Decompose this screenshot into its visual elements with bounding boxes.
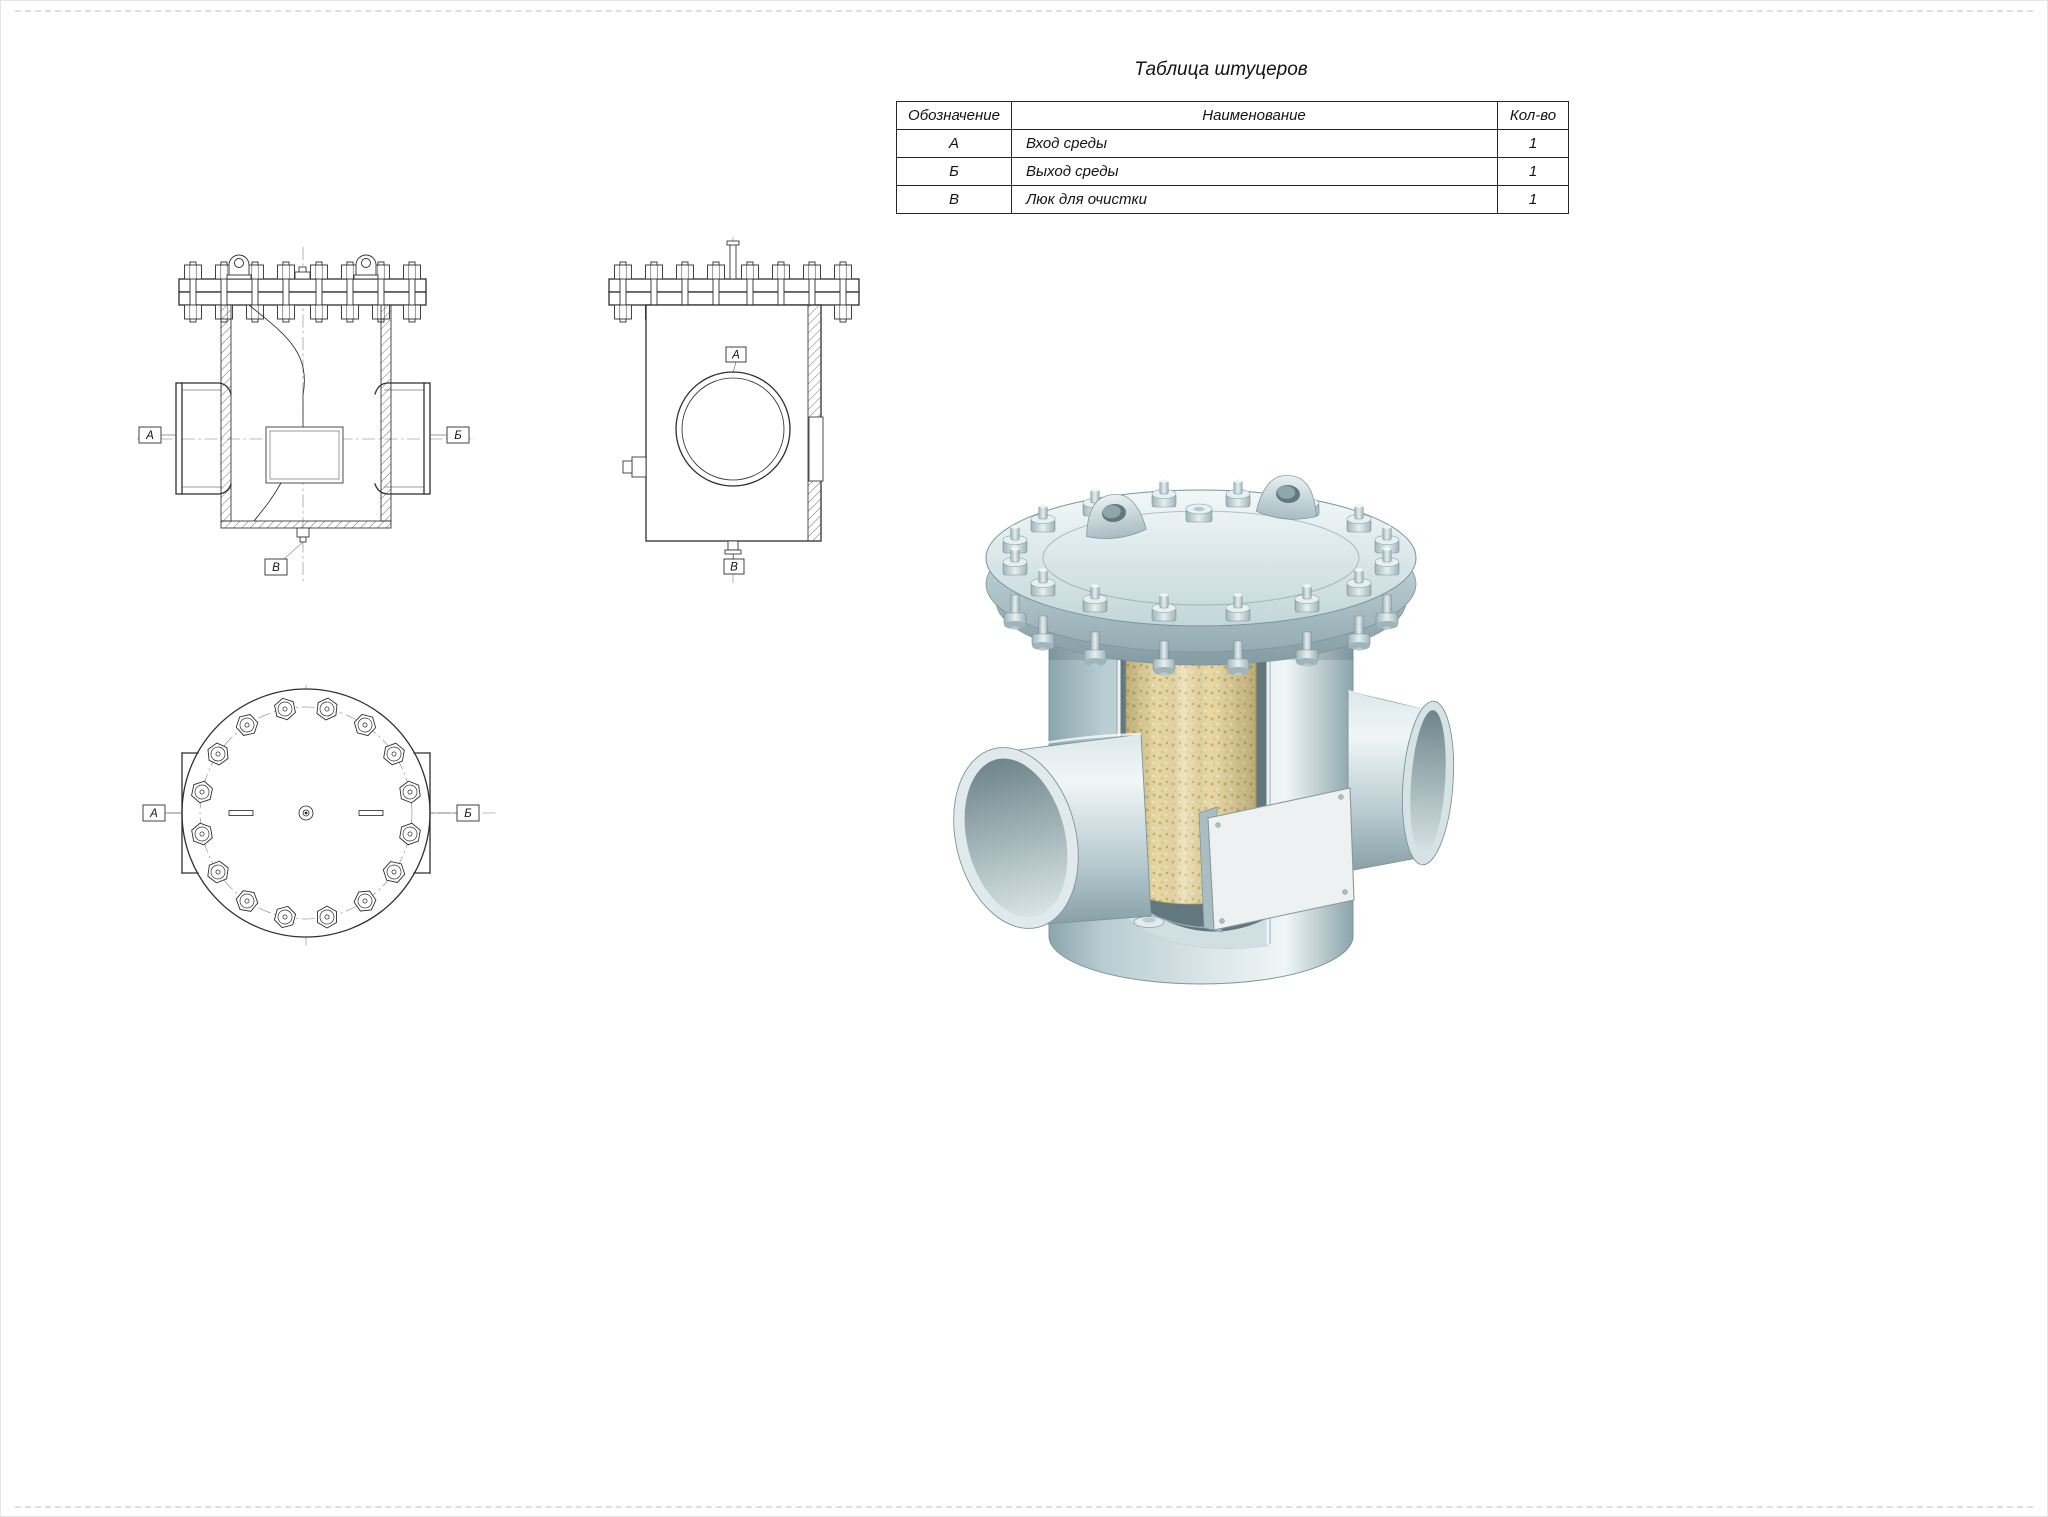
iso-view xyxy=(953,472,1455,985)
callout-label: В xyxy=(730,562,738,574)
vessel-body xyxy=(645,304,822,542)
column-qty: Кол-во xyxy=(1497,101,1569,130)
cover-slots xyxy=(228,810,384,816)
drain-stub xyxy=(724,540,742,555)
callout-hatch: В xyxy=(264,541,304,576)
top-view: А Б xyxy=(142,685,497,947)
side-view: А В xyxy=(608,237,860,583)
callout-outlet: Б xyxy=(430,804,480,822)
nozzle-inlet-3d xyxy=(953,732,1152,929)
page-edge-artifact-bottom xyxy=(15,1506,2033,1508)
side-fitting xyxy=(622,456,647,478)
vessel-shell-section xyxy=(220,304,392,529)
lifting-lug xyxy=(226,254,252,280)
nozzle-face-circle xyxy=(675,371,791,487)
cell-name: Вход среды xyxy=(1011,129,1498,158)
table-header-row: Обозначение Наименование Кол-во xyxy=(896,101,1569,130)
callout-label: А xyxy=(149,808,158,820)
callout-label: Б xyxy=(464,808,472,820)
flange-assembly xyxy=(608,240,860,323)
callout-inlet: А xyxy=(725,346,747,374)
drain-stub xyxy=(296,527,310,543)
cell-qty: 1 xyxy=(1497,129,1569,158)
lifting-lug xyxy=(353,254,379,280)
cell-name: Люк для очистки xyxy=(1011,185,1498,214)
center-boss xyxy=(298,805,314,821)
column-name: Наименование xyxy=(1011,101,1498,130)
cell-qty: 1 xyxy=(1497,185,1569,214)
callout-label: Б xyxy=(454,430,462,442)
front-view: А Б В xyxy=(137,247,475,581)
nozzle-table-title: Таблица штуцеров xyxy=(1134,59,1308,80)
nameplate-3d xyxy=(1198,787,1355,933)
nameplate-edge xyxy=(808,416,824,482)
flange-assembly xyxy=(178,254,427,323)
nozzle-table: Обозначение Наименование Кол-во А Вход с… xyxy=(896,101,1569,214)
callout-hatch: В xyxy=(723,553,745,575)
nozzle-outlet xyxy=(374,382,431,495)
vent-plug xyxy=(294,266,311,280)
callout-inlet: А xyxy=(142,804,182,822)
nozzle-inlet xyxy=(175,382,232,495)
table-row: Б Выход среды 1 xyxy=(896,157,1569,186)
center-plug-3d xyxy=(1185,503,1213,523)
cell-qty: 1 xyxy=(1497,157,1569,186)
cell-designation: А xyxy=(896,129,1012,158)
column-designation: Обозначение xyxy=(896,101,1012,130)
lifting-lug-right-3d xyxy=(1255,472,1320,523)
cell-designation: В xyxy=(896,185,1012,214)
table-row: В Люк для очистки 1 xyxy=(896,185,1569,214)
cell-name: Выход среды xyxy=(1011,157,1498,186)
page-edge-artifact-top xyxy=(15,10,2033,12)
table-row: А Вход среды 1 xyxy=(896,129,1569,158)
callout-outlet: Б xyxy=(430,426,470,444)
callout-label: А xyxy=(145,430,154,442)
nozzle-outlet-3d xyxy=(1347,690,1455,872)
callout-label: В xyxy=(272,562,280,574)
handhole-cover xyxy=(265,426,344,484)
callout-inlet: А xyxy=(138,426,176,444)
vent-pipe xyxy=(726,240,740,280)
cell-designation: Б xyxy=(896,157,1012,186)
callout-label: А xyxy=(731,350,740,362)
